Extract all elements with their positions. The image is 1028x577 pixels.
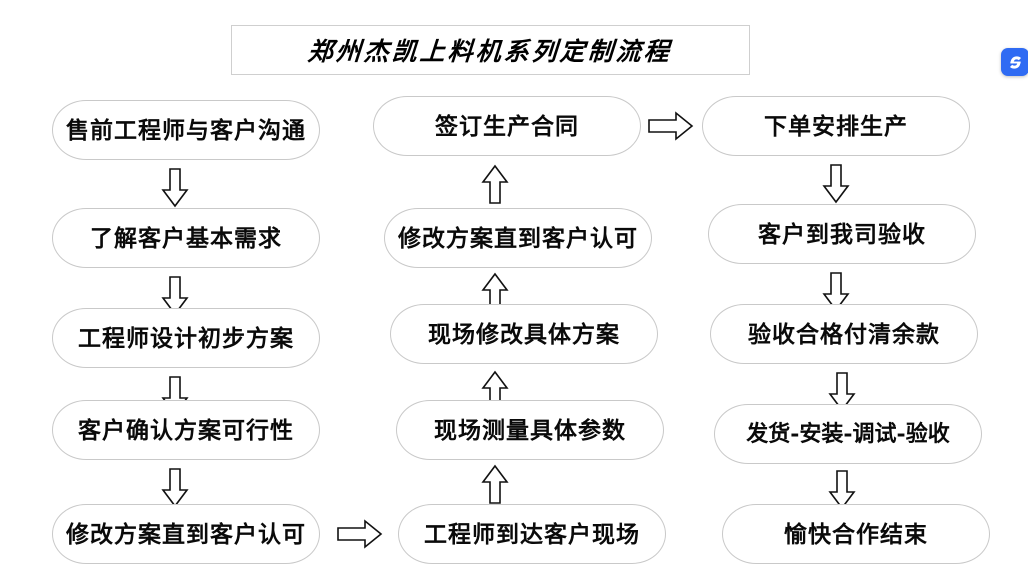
node-understand-basic-needs[interactable]: 了解客户基本需求 — [52, 208, 320, 268]
arrow-down-c3-1-2 — [822, 164, 850, 204]
node-label: 下单安排生产 — [764, 112, 908, 140]
node-label: 现场测量具体参数 — [434, 416, 626, 444]
arrow-up-c2-5-4 — [481, 464, 509, 504]
node-label: 修改方案直到客户认可 — [66, 520, 306, 548]
node-label: 了解客户基本需求 — [90, 224, 282, 252]
node-label: 客户到我司验收 — [758, 220, 926, 248]
arrow-down-c3-4-5 — [828, 470, 856, 510]
node-pleasant-cooperation-end[interactable]: 愉快合作结束 — [722, 504, 990, 564]
node-engineer-preliminary-plan[interactable]: 工程师设计初步方案 — [52, 308, 320, 368]
node-engineer-arrives-onsite[interactable]: 工程师到达客户现场 — [398, 504, 666, 564]
node-label: 工程师设计初步方案 — [78, 324, 294, 352]
arrow-right-c2-to-c3 — [648, 111, 694, 141]
node-customer-inspection-at-factory[interactable]: 客户到我司验收 — [708, 204, 976, 264]
arrow-down-c3-3-4 — [828, 372, 856, 412]
arrow-up-c2-2-1 — [481, 164, 509, 204]
node-label: 愉快合作结束 — [784, 520, 928, 548]
diagram-title: 郑州杰凯上料机系列定制流程 — [307, 37, 674, 66]
node-label: 工程师到达客户现场 — [424, 520, 640, 548]
node-label: 现场修改具体方案 — [428, 320, 620, 348]
node-label: 售前工程师与客户沟通 — [66, 116, 306, 144]
node-onsite-measure-parameters[interactable]: 现场测量具体参数 — [396, 400, 664, 460]
s-badge-logo-icon[interactable] — [1001, 48, 1028, 76]
node-label: 签订生产合同 — [435, 112, 579, 140]
arrow-right-c1-to-c2 — [337, 519, 383, 549]
node-revise-plan-until-approved-c2[interactable]: 修改方案直到客户认可 — [384, 208, 652, 268]
node-label: 修改方案直到客户认可 — [398, 224, 638, 252]
node-pay-balance-after-acceptance[interactable]: 验收合格付清余款 — [710, 304, 978, 364]
diagram-title-box: 郑州杰凯上料机系列定制流程 — [231, 25, 750, 75]
node-revise-plan-until-approved-c1[interactable]: 修改方案直到客户认可 — [52, 504, 320, 564]
arrow-down-c3-2-3 — [822, 272, 850, 312]
node-label: 客户确认方案可行性 — [78, 416, 294, 444]
node-label: 发货-安装-调试-验收 — [746, 421, 950, 447]
node-place-order-arrange-production[interactable]: 下单安排生产 — [702, 96, 970, 156]
node-customer-confirm-feasibility[interactable]: 客户确认方案可行性 — [52, 400, 320, 460]
arrow-down-c1-1-2 — [161, 168, 189, 208]
arrow-down-c1-4-5 — [161, 468, 189, 508]
node-sales-engineer-communication[interactable]: 售前工程师与客户沟通 — [52, 100, 320, 160]
node-ship-install-debug-accept[interactable]: 发货-安装-调试-验收 — [714, 404, 982, 464]
node-sign-production-contract[interactable]: 签订生产合同 — [373, 96, 641, 156]
node-label: 验收合格付清余款 — [748, 320, 940, 348]
arrow-down-c1-2-3 — [161, 276, 189, 316]
node-onsite-revise-detailed-plan[interactable]: 现场修改具体方案 — [390, 304, 658, 364]
